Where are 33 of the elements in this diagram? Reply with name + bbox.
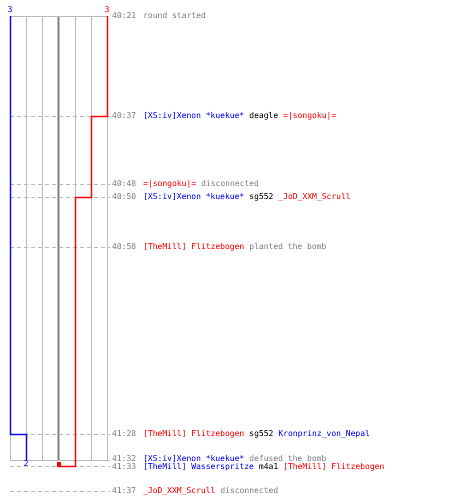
timestamp: 40:58 <box>112 242 136 251</box>
player-name: [XS:iv]Xenon *kuekue* <box>143 111 244 120</box>
event-text: disconnected <box>220 486 278 495</box>
event-text: defused the bomb <box>249 454 326 463</box>
player-name: [TheMill] Flitzebogen <box>283 462 384 471</box>
player-name: =|songoku|= <box>283 111 336 120</box>
event-text: disconnected <box>201 179 259 188</box>
timestamp: 41:33 <box>112 462 136 471</box>
count-label: 3 <box>104 5 110 14</box>
player-name: [TheMill] Wasserspritze <box>143 462 254 471</box>
weapon-name: deagle <box>249 111 278 120</box>
player-name: [TheMill] Flitzebogen <box>143 242 244 251</box>
event-text: round started <box>143 11 206 20</box>
timestamp: 40:50 <box>112 192 136 201</box>
timestamp: 41:32 <box>112 454 136 463</box>
player-name: Kronprinz_von_Nepal <box>278 429 370 438</box>
timestamp: 40:48 <box>112 179 136 188</box>
count-label: 2 <box>24 459 28 468</box>
weapon-name: sg552 <box>249 192 274 201</box>
player-name: =|songoku|= <box>143 179 196 188</box>
timestamp: 41:28 <box>112 429 136 438</box>
count-label: 3 <box>8 5 12 14</box>
player-name: [XS:iv]Xenon *kuekue* <box>143 454 244 463</box>
event-text: planted the bomb <box>249 242 326 251</box>
player-name: [XS:iv]Xenon *kuekue* <box>143 192 244 201</box>
timestamp: 40:37 <box>112 111 136 120</box>
weapon-name: m4a1 <box>258 462 278 471</box>
weapon-name: sg552 <box>249 429 274 438</box>
timestamp: 41:37 <box>112 486 136 495</box>
player-name: [TheMill] Flitzebogen <box>143 429 244 438</box>
timestamp: 40:21 <box>112 11 136 20</box>
player-name: _JoD_XXM_Scrull <box>278 192 351 201</box>
player-name: _JoD_XXM_Scrull <box>143 486 216 495</box>
